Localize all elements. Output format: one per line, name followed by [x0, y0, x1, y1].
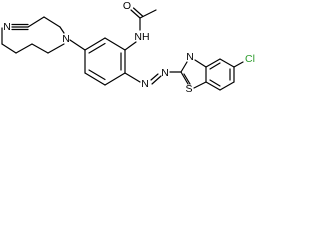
nitrile-nitrogen-label: N	[3, 21, 11, 33]
amine-nitrogen-label: N	[62, 33, 70, 45]
amide-oxygen-label: O	[123, 0, 131, 12]
bond-lines	[1, 7, 244, 91]
azo-nitrogen-1-label: N	[141, 78, 149, 90]
thiazole-sulfur-label: S	[185, 83, 192, 95]
chemical-structure-diagram: N N O NH N N N S Cl	[1, 0, 255, 95]
azo-nitrogen-2-label: N	[161, 67, 169, 79]
amide-nh-label: NH	[134, 31, 149, 43]
chlorine-label: Cl	[245, 53, 255, 65]
thiazole-nitrogen-label: N	[186, 51, 194, 63]
